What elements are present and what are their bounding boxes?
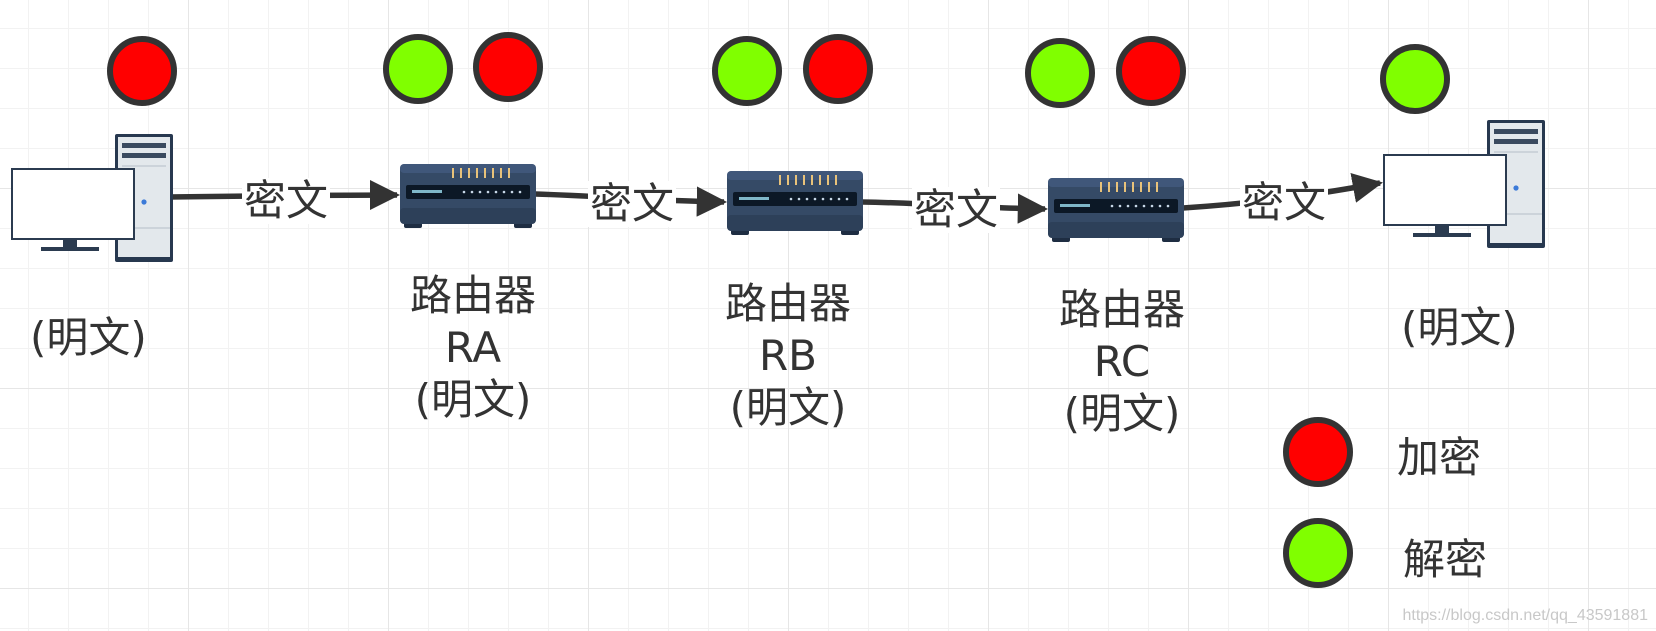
router-ra-label: 路由器 RA (明文) [363, 270, 583, 426]
router-rb-name: 路由器 [724, 279, 851, 328]
router-ra-id: RA [444, 323, 502, 372]
rb-encrypt-circle [803, 34, 873, 104]
router-ra-icon [400, 164, 536, 228]
legend-encrypt-circle [1283, 417, 1353, 487]
router-ra-name: 路由器 [409, 271, 536, 320]
router-rb-id: RB [759, 331, 817, 380]
edge-label-ra-rb: 密文 [588, 179, 677, 228]
sender-encrypt-circle [107, 36, 177, 106]
rb-decrypt-circle [712, 36, 782, 106]
sender-label: (明文) [30, 313, 147, 362]
router-rb-label: 路由器 RB (明文) [678, 278, 898, 434]
ra-decrypt-circle [383, 34, 453, 104]
router-rc-id: RC [1093, 337, 1151, 386]
router-rc-icon [1048, 178, 1184, 242]
status-circles [107, 32, 1450, 588]
edge-label-sender-ra: 密文 [242, 176, 331, 225]
router-rb-state: (明文) [729, 383, 847, 432]
legend-decrypt-circle [1283, 518, 1353, 588]
router-rc-name: 路由器 [1058, 285, 1185, 334]
watermark: https://blog.csdn.net/qq_43591881 [1402, 607, 1648, 624]
rc-encrypt-circle [1116, 36, 1186, 106]
sender-computer-icon [10, 133, 174, 263]
receiver-label: (明文) [1401, 303, 1518, 352]
legend-decrypt-label: 解密 [1403, 535, 1488, 584]
edge-label-rb-rc: 密文 [912, 185, 1001, 234]
router-rb-icon [727, 171, 863, 235]
rc-decrypt-circle [1025, 38, 1095, 108]
receiver-decrypt-circle [1380, 44, 1450, 114]
router-rc-state: (明文) [1063, 389, 1181, 438]
router-ra-state: (明文) [414, 375, 532, 424]
router-rc-label: 路由器 RC (明文) [1012, 284, 1232, 440]
legend-encrypt-label: 加密 [1397, 433, 1482, 482]
edge-label-rc-receiver: 密文 [1240, 178, 1329, 227]
receiver-computer-icon [1382, 119, 1546, 249]
ra-encrypt-circle [473, 32, 543, 102]
